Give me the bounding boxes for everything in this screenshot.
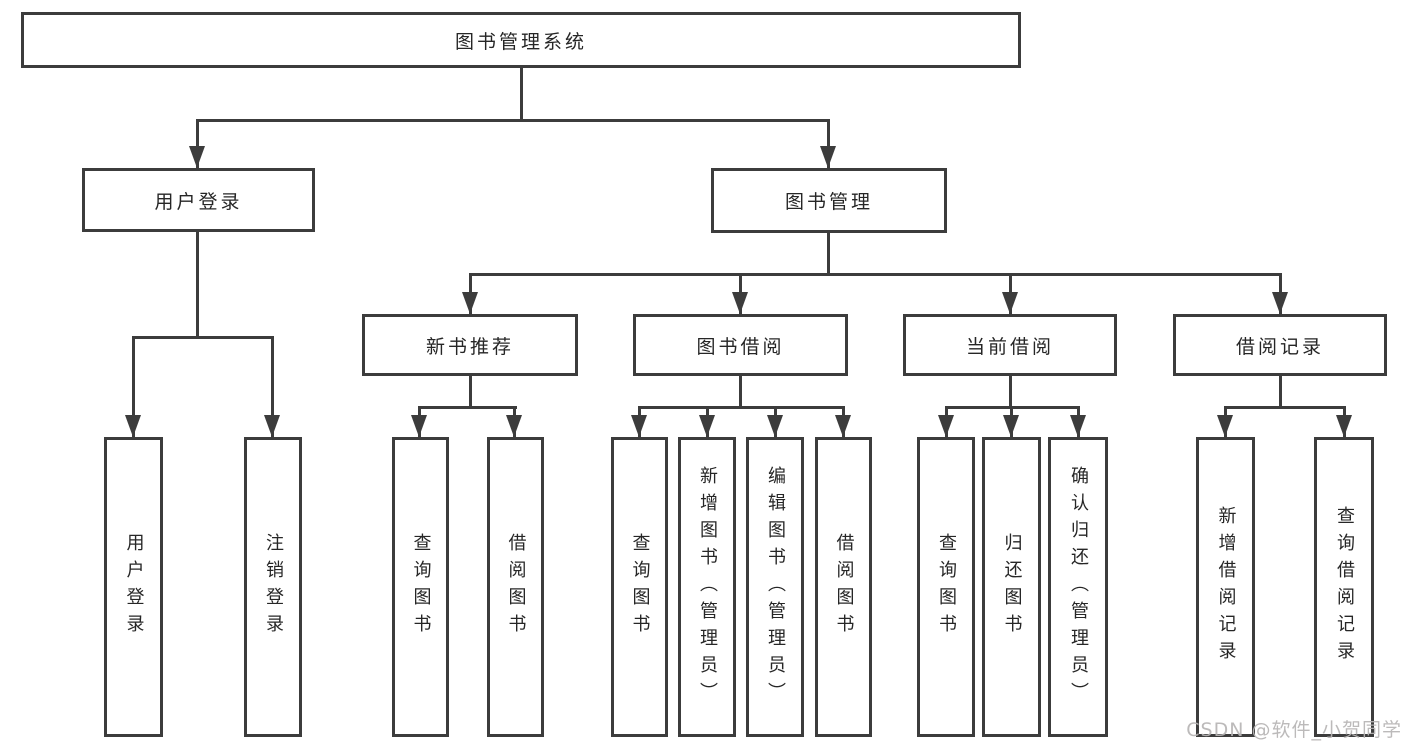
arrow-down-icon bbox=[938, 415, 954, 437]
node-label: 借阅记录 bbox=[1235, 335, 1324, 358]
connector-line bbox=[132, 336, 135, 437]
node-root-label: 图书管理系统 bbox=[454, 30, 587, 53]
connector-line bbox=[469, 376, 472, 406]
leaf-borrow-books-2: 借阅图书 bbox=[815, 437, 872, 737]
leaf-label: 查询图书 bbox=[410, 533, 432, 641]
leaf-edit-books-admin: 编辑图书（管理员） bbox=[746, 437, 804, 737]
arrow-down-icon bbox=[189, 146, 205, 168]
arrow-down-icon bbox=[462, 292, 478, 314]
leaf-add-borrow-record: 新增借阅记录 bbox=[1196, 437, 1255, 737]
leaf-label: 归还图书 bbox=[1001, 533, 1023, 641]
node-label: 图书借阅 bbox=[696, 335, 785, 358]
connector-line bbox=[827, 119, 830, 168]
arrow-down-icon bbox=[835, 415, 851, 437]
arrow-down-icon bbox=[699, 415, 715, 437]
connector-line bbox=[196, 119, 829, 122]
leaf-query-books-2: 查询图书 bbox=[611, 437, 668, 737]
leaf-logout: 注销登录 bbox=[244, 437, 302, 737]
arrow-down-icon bbox=[631, 415, 647, 437]
leaf-user-login: 用户登录 bbox=[104, 437, 163, 737]
leaf-confirm-return-admin: 确认归还（管理员） bbox=[1048, 437, 1108, 737]
leaf-label: 编辑图书（管理员） bbox=[765, 465, 786, 709]
node-borrow-records: 借阅记录 bbox=[1173, 314, 1387, 376]
node-book-management-branch: 图书管理 bbox=[711, 168, 947, 233]
connector-line bbox=[739, 376, 742, 406]
leaf-query-books-1: 查询图书 bbox=[392, 437, 449, 737]
node-user-login-branch: 用户登录 bbox=[82, 168, 315, 232]
leaf-label: 借阅图书 bbox=[505, 533, 527, 641]
leaf-return-books: 归还图书 bbox=[982, 437, 1041, 737]
leaf-label: 用户登录 bbox=[123, 533, 145, 641]
arrow-down-icon bbox=[767, 415, 783, 437]
leaf-label: 借阅图书 bbox=[833, 533, 855, 641]
node-label: 新书推荐 bbox=[425, 335, 514, 358]
connector-line bbox=[1009, 376, 1012, 406]
connector-line bbox=[196, 119, 199, 168]
leaf-label: 注销登录 bbox=[263, 533, 284, 641]
arrow-down-icon bbox=[1272, 292, 1288, 314]
leaf-label: 新增图书（管理员） bbox=[697, 465, 718, 709]
arrow-down-icon bbox=[1003, 415, 1019, 437]
leaf-borrow-books-1: 借阅图书 bbox=[487, 437, 544, 737]
watermark-text: CSDN @软件_小贺同学 bbox=[1186, 719, 1402, 741]
leaf-add-books-admin: 新增图书（管理员） bbox=[678, 437, 736, 737]
node-label: 图书管理 bbox=[784, 191, 873, 213]
arrow-down-icon bbox=[1070, 415, 1086, 437]
arrow-down-icon bbox=[506, 415, 522, 437]
arrow-down-icon bbox=[411, 415, 427, 437]
node-root: 图书管理系统 bbox=[21, 12, 1021, 68]
leaf-query-books-3: 查询图书 bbox=[917, 437, 975, 737]
arrow-down-icon bbox=[264, 415, 280, 437]
arrow-down-icon bbox=[1002, 292, 1018, 314]
connector-line bbox=[1279, 376, 1282, 406]
connector-line bbox=[271, 336, 274, 437]
leaf-query-borrow-record: 查询借阅记录 bbox=[1314, 437, 1374, 737]
leaf-label: 查询图书 bbox=[629, 533, 651, 641]
node-label: 当前借阅 bbox=[965, 335, 1054, 358]
leaf-label: 新增借阅记录 bbox=[1215, 506, 1237, 668]
leaf-label: 确认归还（管理员） bbox=[1068, 465, 1089, 709]
connector-line bbox=[638, 406, 845, 409]
leaf-label: 查询图书 bbox=[936, 533, 957, 641]
arrow-down-icon bbox=[125, 415, 141, 437]
connector-line bbox=[1224, 406, 1346, 409]
node-label: 用户登录 bbox=[154, 190, 243, 213]
arrow-down-icon bbox=[732, 292, 748, 314]
connector-line bbox=[196, 232, 199, 336]
connector-line bbox=[418, 406, 517, 409]
connector-line bbox=[469, 273, 1282, 276]
connector-line bbox=[827, 233, 830, 273]
node-current-borrow: 当前借阅 bbox=[903, 314, 1117, 376]
leaf-label: 查询借阅记录 bbox=[1334, 506, 1355, 668]
arrow-down-icon bbox=[820, 146, 836, 168]
connector-line bbox=[132, 336, 274, 339]
node-book-borrow: 图书借阅 bbox=[633, 314, 848, 376]
node-new-book-recommend: 新书推荐 bbox=[362, 314, 578, 376]
arrow-down-icon bbox=[1217, 415, 1233, 437]
arrow-down-icon bbox=[1336, 415, 1352, 437]
connector-line bbox=[520, 68, 523, 119]
